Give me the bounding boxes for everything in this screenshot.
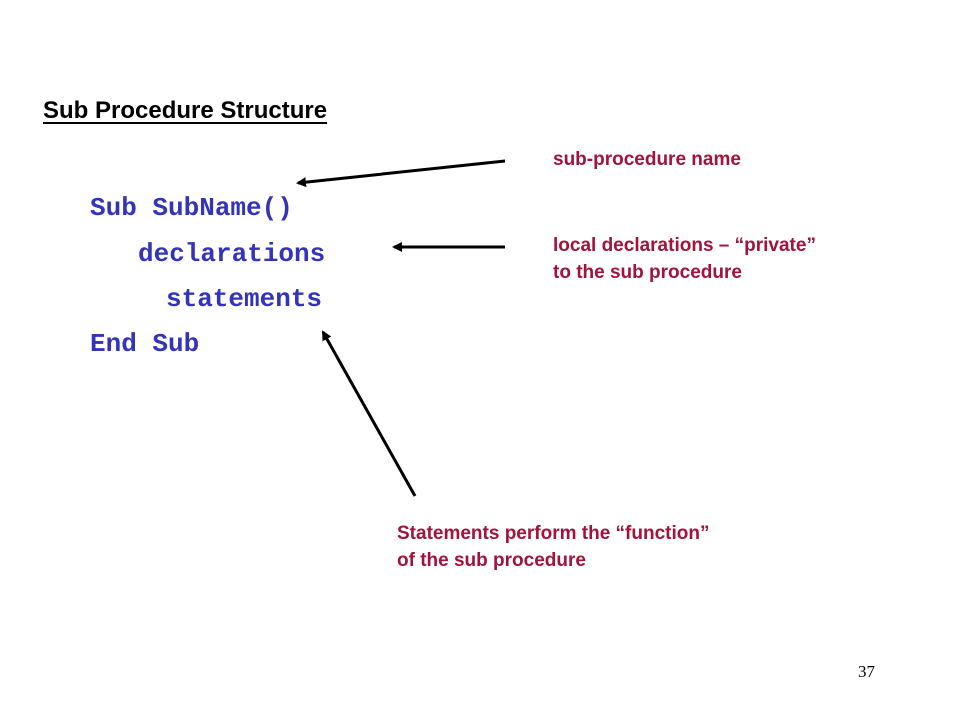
annotation-sub-procedure-name: sub-procedure name bbox=[553, 146, 741, 173]
annotation-line: Statements perform the “function” bbox=[397, 523, 710, 544]
arrow-to-sub-name bbox=[296, 159, 506, 188]
code-line-declarations: declarations bbox=[138, 239, 326, 269]
annotation-line: of the sub procedure bbox=[397, 550, 586, 571]
annotation-line: sub-procedure name bbox=[553, 149, 741, 170]
arrow-to-statements bbox=[321, 330, 417, 497]
page-number: 37 bbox=[858, 662, 875, 681]
code-line-end-sub: End Sub bbox=[90, 329, 200, 359]
annotation-line: local declarations – “private” bbox=[553, 235, 816, 256]
annotation-statements: Statements perform the “function” of the… bbox=[397, 520, 709, 574]
slide-title: Sub Procedure Structure bbox=[43, 97, 328, 124]
annotation-line: to the sub procedure bbox=[553, 262, 742, 283]
code-line-statements: statements bbox=[166, 284, 323, 314]
code-line-sub-header: Sub SubName() bbox=[90, 193, 293, 223]
annotation-local-declarations: local declarations – “private” to the su… bbox=[553, 232, 816, 286]
